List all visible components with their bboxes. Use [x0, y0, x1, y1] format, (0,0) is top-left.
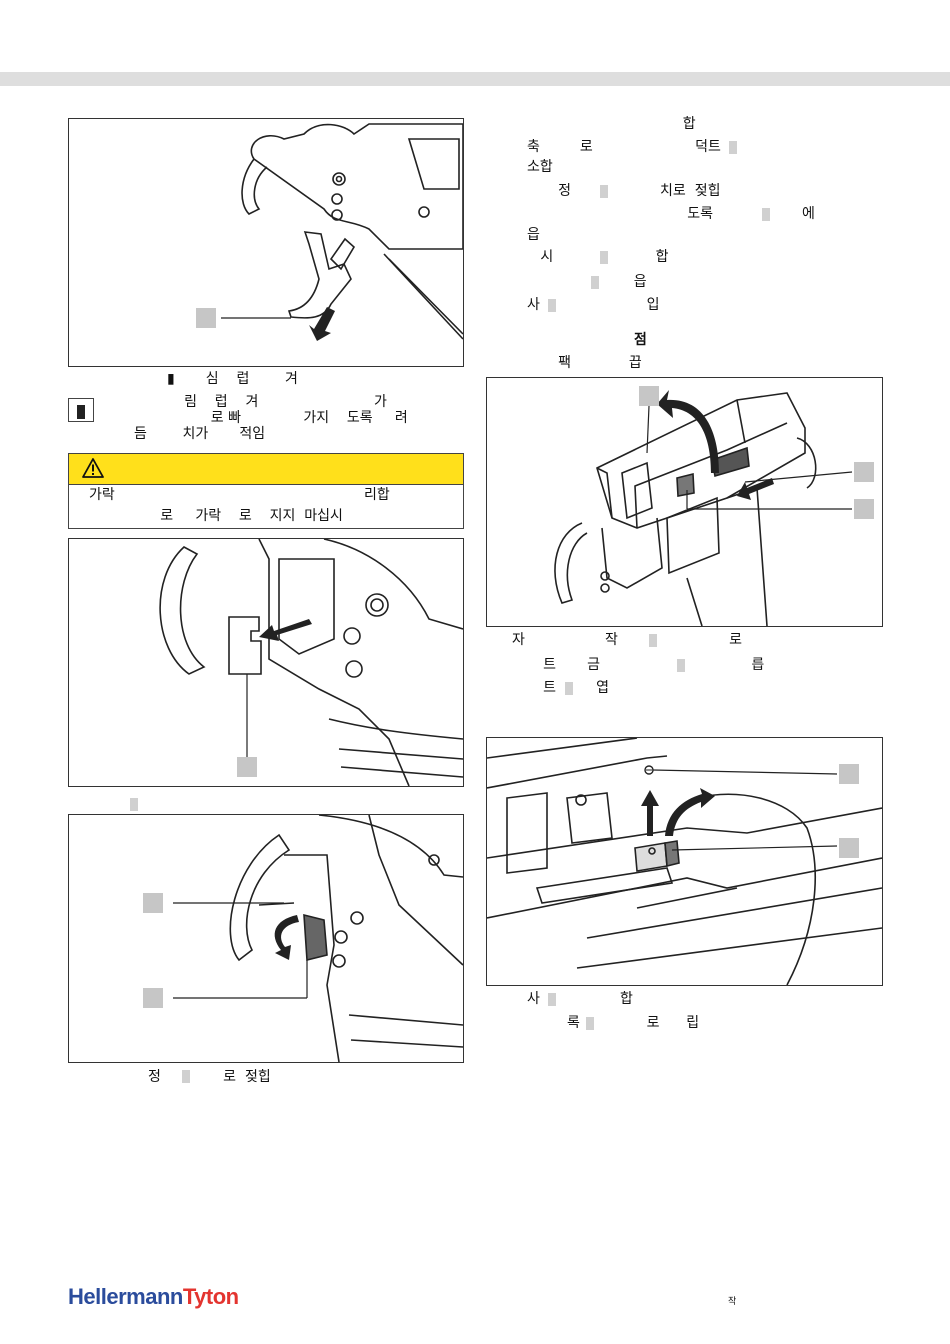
- warning-header: [69, 454, 463, 485]
- placeholder-block: [548, 993, 556, 1006]
- warning-triangle-icon: [82, 458, 104, 478]
- caption-figure-2: [130, 795, 138, 814]
- placeholder-block: [600, 251, 608, 264]
- figure-blade-rotate: [68, 814, 464, 1063]
- callout-marker: [143, 988, 163, 1008]
- caption-figure-3: 정 로 젖힙: [148, 1069, 271, 1085]
- section-subheading: 팩 끕: [527, 355, 642, 371]
- right-text-line-9: 사 입: [527, 297, 660, 313]
- callout-marker: [639, 386, 659, 406]
- figure-cartridge-open: [486, 377, 883, 627]
- placeholder-block: [565, 682, 573, 695]
- brand-logo: HellermannTyton: [68, 1284, 239, 1310]
- info-note-line-3: 듬 치가 적임: [134, 426, 266, 442]
- callout-marker: [237, 757, 257, 777]
- caption-figure-4-line-1: 자 작 로: [512, 632, 742, 648]
- figure-screw-removal: [486, 737, 883, 986]
- callout-marker: [854, 462, 874, 482]
- callout-marker: [854, 499, 874, 519]
- right-text-line-5: 도록 에: [527, 206, 815, 222]
- brand-name-part-1: Hellermann: [68, 1284, 183, 1309]
- right-text-line-7: 시 합: [527, 249, 669, 265]
- info-icon: [68, 398, 94, 422]
- placeholder-block: [182, 1070, 190, 1083]
- page-note: 작: [728, 1297, 737, 1307]
- right-text-line-1: 합: [527, 116, 696, 132]
- right-text-line-3: 소합: [527, 159, 553, 175]
- callout-marker: [143, 893, 163, 913]
- section-heading: 점: [634, 332, 647, 348]
- placeholder-block: [677, 659, 685, 672]
- info-note-line-2: 로 빠 가지 도록 려: [104, 410, 408, 426]
- info-note-line-1: 림 럽 겨 가: [104, 394, 387, 410]
- right-text-line-6: 읍: [527, 227, 540, 243]
- placeholder-block: [649, 634, 657, 647]
- figure-blade-removal: [68, 538, 464, 787]
- placeholder-block: [586, 1017, 594, 1030]
- callout-marker: [839, 838, 859, 858]
- header-bar: [0, 72, 950, 86]
- caption-figure-4-line-2: 트 금 릅: [512, 657, 765, 673]
- brand-name-part-2: Tyton: [182, 1284, 239, 1309]
- placeholder-block: [548, 299, 556, 312]
- warning-box: 가락 리합 로 가락 로 지지 마십시: [68, 453, 464, 529]
- right-text-line-2: 축 로 덕트: [527, 139, 721, 155]
- caption-figure-4-line-3: 트 엽: [512, 680, 609, 696]
- callout-marker: [196, 308, 216, 328]
- placeholder-block: [762, 208, 770, 221]
- callout-marker: [839, 764, 859, 784]
- figure-tool-trigger: [68, 118, 464, 367]
- right-text-line-8: 읍: [527, 274, 647, 290]
- warning-text-line-2: 로 가락 로 지지 마십시: [89, 508, 343, 524]
- placeholder-block: [729, 141, 737, 154]
- placeholder-block: [591, 276, 599, 289]
- warning-text-line-1: 가락 리합: [89, 487, 390, 503]
- placeholder-block: [600, 185, 608, 198]
- caption-figure-5-line-2: 록 로 립: [527, 1015, 700, 1031]
- caption-figure-5-line-1: 사 합: [527, 991, 633, 1007]
- right-text-line-4: 정 치로 젖힙: [527, 183, 721, 199]
- caption-figure-1: ▮ 심 럽 겨: [118, 371, 298, 387]
